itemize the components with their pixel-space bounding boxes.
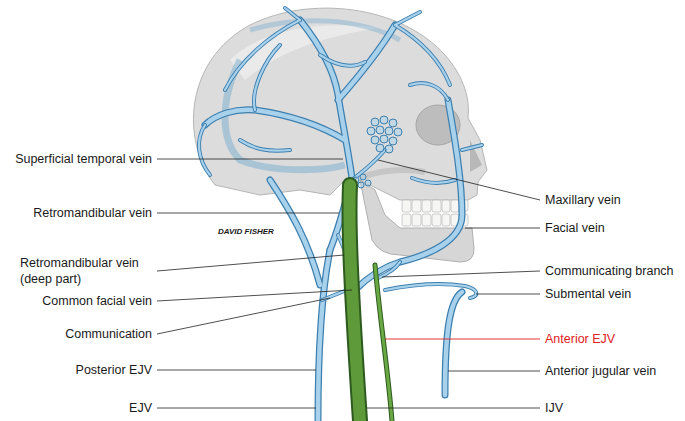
vein-label: Common facial vein — [42, 293, 152, 309]
leader-lines — [157, 159, 540, 408]
vein-label: Retromandibular vein — [33, 205, 152, 221]
vein-label: Maxillary vein — [545, 192, 621, 208]
internal-jugular-vein — [349, 185, 392, 421]
vein-label: Superficial temporal vein — [15, 151, 152, 167]
vein-label: Anterior jugular vein — [545, 363, 656, 379]
veins — [199, 8, 482, 421]
leader-line — [385, 339, 540, 340]
vein-label: Posterior EJV — [76, 362, 152, 378]
vein-label: EJV — [129, 400, 152, 416]
vein-label: Communicating branch — [545, 263, 674, 279]
vein-label: Communication — [65, 326, 152, 342]
pterygoid-plexus — [353, 116, 402, 188]
vein-label: Facial vein — [545, 220, 605, 236]
artist-signature: DAVID FISHER — [218, 227, 274, 237]
vein-label: Submental vein — [545, 286, 631, 302]
vein-label: IJV — [545, 400, 563, 416]
vein-label: Retromandibular vein (deep part) — [20, 255, 160, 288]
vein-label: Anterior EJV — [545, 331, 615, 347]
